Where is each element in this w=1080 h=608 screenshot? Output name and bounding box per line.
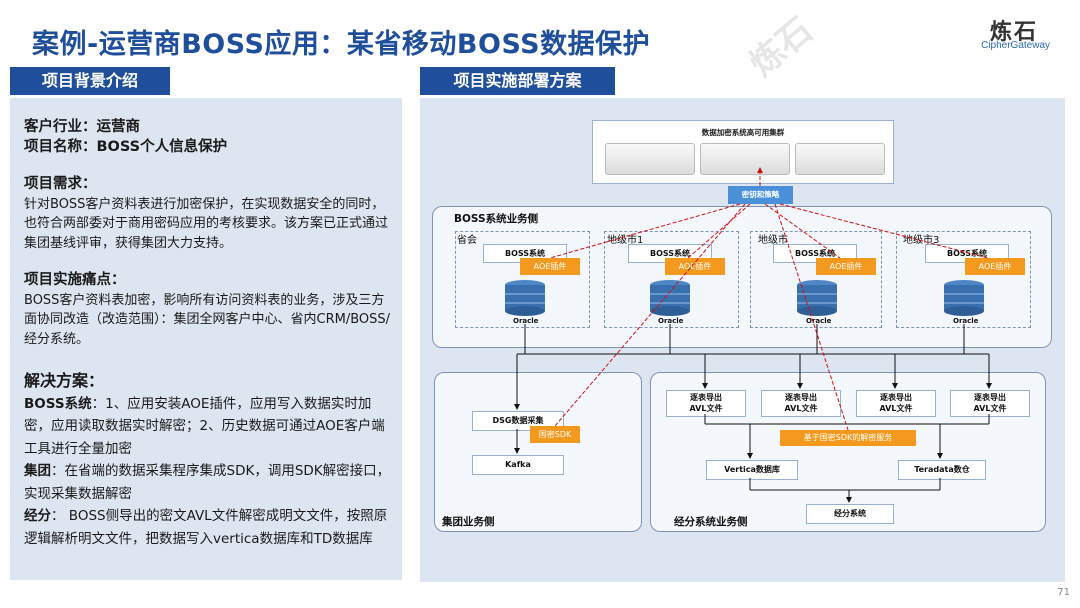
deployment-diagram: 数据加密系统高可用集群 密钥和策略 BOSS系统业务侧 省会 地级市1 地级市 … (420, 98, 1065, 582)
oracle-label: Oracle (513, 317, 539, 325)
project-name: 项目名称：BOSS个人信息保护 (24, 138, 228, 155)
aoe-plugin-box: AOE插件 (665, 258, 725, 275)
connector-lines (514, 167, 992, 503)
encryption-cluster: 数据加密系统高可用集群 (592, 120, 894, 184)
server-appliance (605, 143, 695, 175)
vertica-box: Vertica数据库 (706, 460, 798, 480)
oracle-database-icon (796, 279, 838, 321)
logo-cn: 炼石 (989, 20, 1038, 45)
zone-label: 地级市1 (607, 235, 644, 246)
jf-system-box: 经分系统 (806, 504, 894, 524)
solution-jf-text: ： BOSS侧导出的密文AVL文件解密成明文文件，按照原逻辑解析明文文件，把数据… (24, 508, 388, 547)
teradata-box: Teradata数仓 (898, 460, 986, 480)
aoe-plugin-box: AOE插件 (520, 258, 580, 275)
pain-title: 项目实施痛点： (24, 272, 126, 288)
industry: 客户行业：运营商 (24, 119, 140, 135)
avl-export-box: 逐表导出 AVL文件 (666, 390, 746, 417)
decrypt-service-box: 基于国密SDK的解密服务 (780, 430, 916, 446)
solution-group-text: ：在省端的数据采集程序集成SDK，调用SDK解密接口，实现采集数据解密 (24, 463, 391, 502)
right-section-header: 项目实施部署方案 (420, 67, 615, 95)
solution-jf: 经分： BOSS侧导出的密文AVL文件解密成明文文件，按照原逻辑解析明文文件，把… (24, 505, 396, 550)
zone-label: 地级市 (758, 235, 788, 246)
avl-export-box: 逐表导出 AVL文件 (950, 390, 1030, 417)
solution-boss-text: ：1、应用安装AOE插件，应用写入数据实时加密，应用读取数据实时解密；2、历史数… (24, 395, 385, 457)
oracle-database-icon (504, 279, 546, 321)
requirement-text: 针对BOSS客户资料表进行加密保护，在实现数据安全的同时，也符合两部委对于商用密… (24, 196, 389, 251)
pain-text: BOSS客户资料表加密，影响所有访问资料表的业务，涉及三方面协同改造（改造范围）… (24, 292, 391, 347)
solution-group: 集团：在省端的数据采集程序集成SDK，调用SDK解密接口，实现采集数据解密 (24, 460, 396, 505)
watermark: 炼石 (742, 10, 821, 85)
requirement-title: 项目需求： (24, 176, 97, 192)
page-number: 71 (1057, 587, 1070, 598)
group-side-zone (434, 372, 642, 532)
zone-label: 省会 (457, 235, 477, 246)
solution-boss: BOSS系统：1、应用安装AOE插件，应用写入数据实时加密，应用读取数据实时解密… (24, 393, 396, 461)
solution-group-label: 集团 (24, 463, 51, 479)
server-appliance (700, 143, 790, 175)
logo-en: CipherGateway (981, 40, 1050, 51)
aoe-plugin-box: AOE插件 (965, 258, 1025, 275)
page-title: 案例-运营商BOSS应用：某省移动BOSS数据保护 (32, 29, 651, 60)
background-panel: 客户行业：运营商 项目名称：BOSS个人信息保护 项目需求： 针对BOSS客户资… (10, 98, 402, 580)
oracle-label: Oracle (953, 317, 979, 325)
solution-jf-label: 经分 (24, 508, 51, 524)
solution-title: 解决方案： (24, 371, 105, 390)
solution-boss-label: BOSS系统 (24, 395, 92, 412)
group-side-label: 集团业务侧 (442, 516, 495, 528)
avl-export-box: 逐表导出 AVL文件 (856, 390, 936, 417)
left-section-header: 项目背景介绍 (10, 67, 170, 95)
oracle-label: Oracle (658, 317, 684, 325)
server-appliance (795, 143, 885, 175)
cluster-title: 数据加密系统高可用集群 (701, 128, 785, 137)
jf-side-label: 经分系统业务侧 (674, 516, 748, 528)
boss-side-label: BOSS系统业务侧 (454, 213, 539, 225)
oracle-database-icon (649, 279, 691, 321)
oracle-database-icon (943, 279, 985, 321)
aoe-plugin-box: AOE插件 (816, 258, 876, 275)
key-policy-box: 密钥和策略 (728, 186, 793, 204)
kafka-box: Kafka (472, 455, 564, 475)
sdk-box: 国密SDK (530, 426, 580, 443)
avl-export-box: 逐表导出 AVL文件 (761, 390, 841, 417)
oracle-label: Oracle (806, 317, 832, 325)
